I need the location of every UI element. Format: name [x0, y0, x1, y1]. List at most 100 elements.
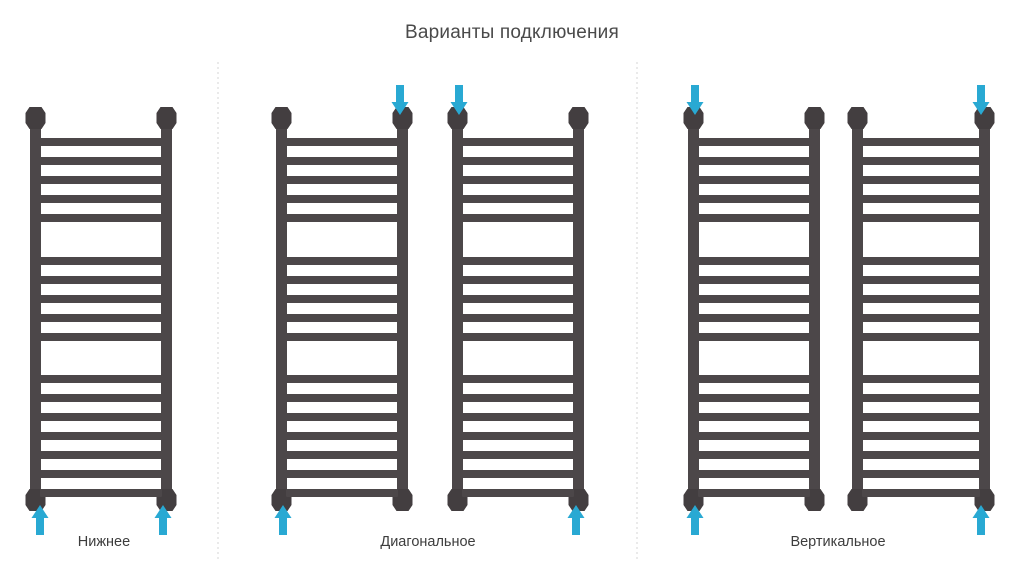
rung-16	[462, 470, 574, 478]
rung-4	[698, 195, 810, 203]
arrow-up-icon	[31, 505, 49, 535]
cap-top-left	[847, 107, 868, 129]
radiator-2	[271, 85, 413, 535]
arrow-up-icon	[154, 505, 172, 535]
rung-5	[698, 214, 810, 222]
rung-10	[286, 333, 398, 341]
post-left	[452, 115, 463, 503]
rung-15	[698, 451, 810, 459]
rung-10	[862, 333, 980, 341]
cap-top-right	[392, 107, 413, 129]
arrow-up-icon	[274, 505, 292, 535]
rung-3	[862, 176, 980, 184]
arrow-down-icon	[450, 85, 468, 115]
rung-8	[40, 295, 162, 303]
page-title: Варианты подключения	[405, 22, 619, 43]
rung-17	[286, 489, 398, 497]
arrow-group	[450, 85, 468, 115]
cap-top-right	[156, 107, 177, 129]
caption-bottom: Нижнее	[77, 534, 131, 550]
rung-8	[286, 295, 398, 303]
rung-1	[862, 138, 980, 146]
rung-11	[862, 375, 980, 383]
post-left	[30, 115, 41, 503]
rung-14	[462, 432, 574, 440]
rung-1	[462, 138, 574, 146]
rung-1	[698, 138, 810, 146]
cap-top-right	[974, 107, 995, 129]
rung-13	[40, 413, 162, 421]
post-right	[397, 115, 408, 503]
cap-top-left	[683, 107, 704, 129]
rung-17	[462, 489, 574, 497]
rung-15	[462, 451, 574, 459]
rung-14	[286, 432, 398, 440]
rung-12	[286, 394, 398, 402]
rung-12	[862, 394, 980, 402]
post-left	[688, 115, 699, 503]
panel-vertical	[683, 85, 995, 535]
radiator-1	[25, 107, 177, 535]
rung-7	[862, 276, 980, 284]
rung-17	[40, 489, 162, 497]
rung-13	[286, 413, 398, 421]
post-right	[809, 115, 820, 503]
rung-6	[862, 257, 980, 265]
rung-15	[40, 451, 162, 459]
cap-top-left	[25, 107, 46, 129]
rung-8	[462, 295, 574, 303]
rung-6	[698, 257, 810, 265]
arrow-group	[274, 505, 292, 535]
arrow-group	[972, 505, 990, 535]
rung-2	[286, 157, 398, 165]
rung-2	[862, 157, 980, 165]
post-right	[573, 115, 584, 503]
post-right	[979, 115, 990, 503]
rung-5	[862, 214, 980, 222]
rung-4	[286, 195, 398, 203]
rung-1	[40, 138, 162, 146]
rung-4	[462, 195, 574, 203]
rung-11	[462, 375, 574, 383]
rung-9	[40, 314, 162, 322]
cap-top-left	[271, 107, 292, 129]
radiator-5	[847, 85, 995, 535]
rung-5	[40, 214, 162, 222]
rung-15	[862, 451, 980, 459]
rung-9	[462, 314, 574, 322]
rung-11	[286, 375, 398, 383]
rung-2	[462, 157, 574, 165]
post-left	[852, 115, 863, 503]
cap-top-right	[568, 107, 589, 129]
rung-3	[40, 176, 162, 184]
panel-diagonal	[271, 85, 589, 535]
rung-16	[286, 470, 398, 478]
rung-3	[286, 176, 398, 184]
arrow-group	[154, 505, 172, 535]
rung-2	[698, 157, 810, 165]
radiator-4	[683, 85, 825, 535]
rung-7	[698, 276, 810, 284]
radiator-3	[447, 85, 589, 535]
rung-17	[862, 489, 980, 497]
arrow-up-icon	[686, 505, 704, 535]
arrow-group	[686, 505, 704, 535]
rung-6	[462, 257, 574, 265]
rung-2	[40, 157, 162, 165]
rung-8	[862, 295, 980, 303]
rung-12	[698, 394, 810, 402]
rung-4	[40, 195, 162, 203]
rung-11	[698, 375, 810, 383]
rung-3	[698, 176, 810, 184]
rung-14	[40, 432, 162, 440]
arrow-group	[391, 85, 409, 115]
arrow-up-icon	[972, 505, 990, 535]
rung-14	[862, 432, 980, 440]
caption-diagonal: Диагональное	[380, 534, 476, 550]
rung-11	[40, 375, 162, 383]
arrow-group	[686, 85, 704, 115]
rung-10	[462, 333, 574, 341]
arrow-group	[31, 505, 49, 535]
rung-9	[286, 314, 398, 322]
